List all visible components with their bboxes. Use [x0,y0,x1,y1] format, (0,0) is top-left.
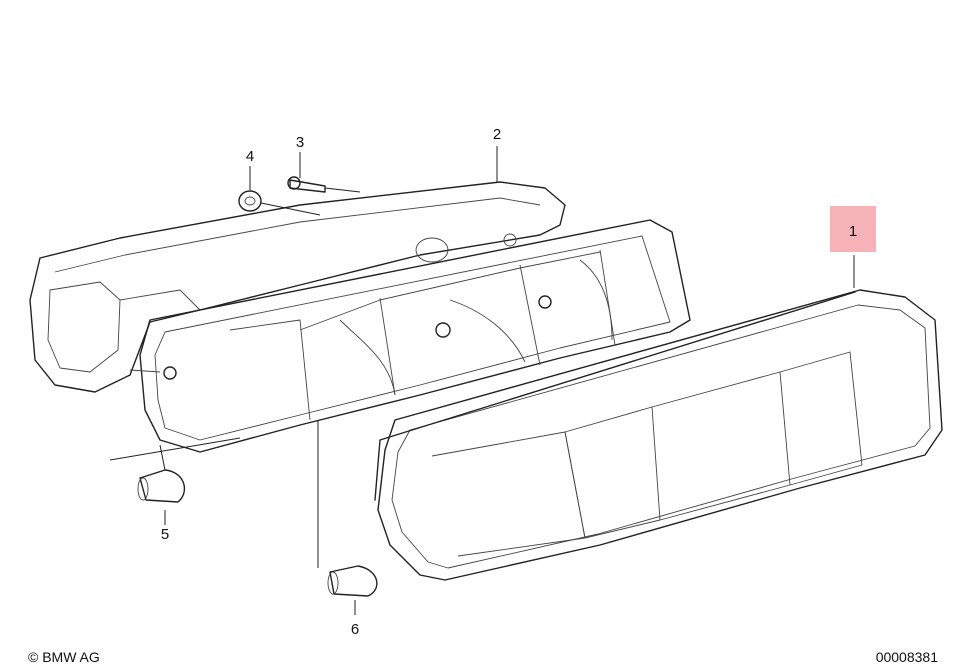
part-number-text: 00008381 [876,649,939,665]
callout-3[interactable]: 3 [296,134,304,151]
housing-part [29,181,566,393]
screw-part [287,176,326,193]
callout-1[interactable]: 1 [849,223,857,240]
callout-4[interactable]: 4 [246,148,254,165]
bulb-carrier-frame [129,219,691,453]
bulb-part-5 [137,469,186,503]
callout-6[interactable]: 6 [351,621,359,638]
bulb-part-6 [327,565,378,597]
leader-lines [109,146,855,615]
nut-part [238,190,262,212]
copyright-text: © BMW AG [28,649,100,665]
callout-5[interactable]: 5 [161,526,169,543]
callout-2[interactable]: 2 [493,126,501,143]
lens-part [374,289,943,581]
callout-1-highlight [830,206,876,252]
